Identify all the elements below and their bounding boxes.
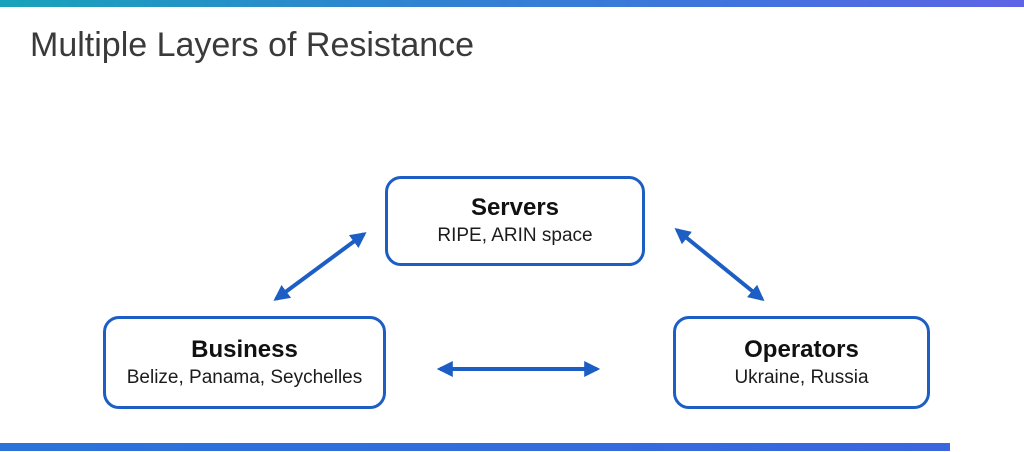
top-accent-bar bbox=[0, 0, 1024, 7]
node-business: Business Belize, Panama, Seychelles bbox=[103, 316, 386, 409]
node-servers-title: Servers bbox=[470, 194, 560, 221]
node-business-title: Business bbox=[191, 335, 298, 363]
node-servers: Servers RIPE, ARIN space bbox=[385, 176, 645, 266]
node-business-subtitle: Belize, Panama, Seychelles bbox=[126, 366, 363, 388]
node-operators-title: Operators bbox=[744, 335, 859, 363]
node-operators-subtitle: Ukraine, Russia bbox=[734, 366, 869, 388]
node-operators: Operators Ukraine, Russia bbox=[673, 316, 930, 409]
arrow-servers-operators bbox=[674, 227, 765, 302]
arrow-business-servers bbox=[273, 232, 367, 301]
slide-title: Multiple Layers of Resistance bbox=[30, 26, 475, 64]
bottom-accent-bar bbox=[0, 443, 950, 451]
node-servers-subtitle: RIPE, ARIN space bbox=[437, 225, 593, 246]
